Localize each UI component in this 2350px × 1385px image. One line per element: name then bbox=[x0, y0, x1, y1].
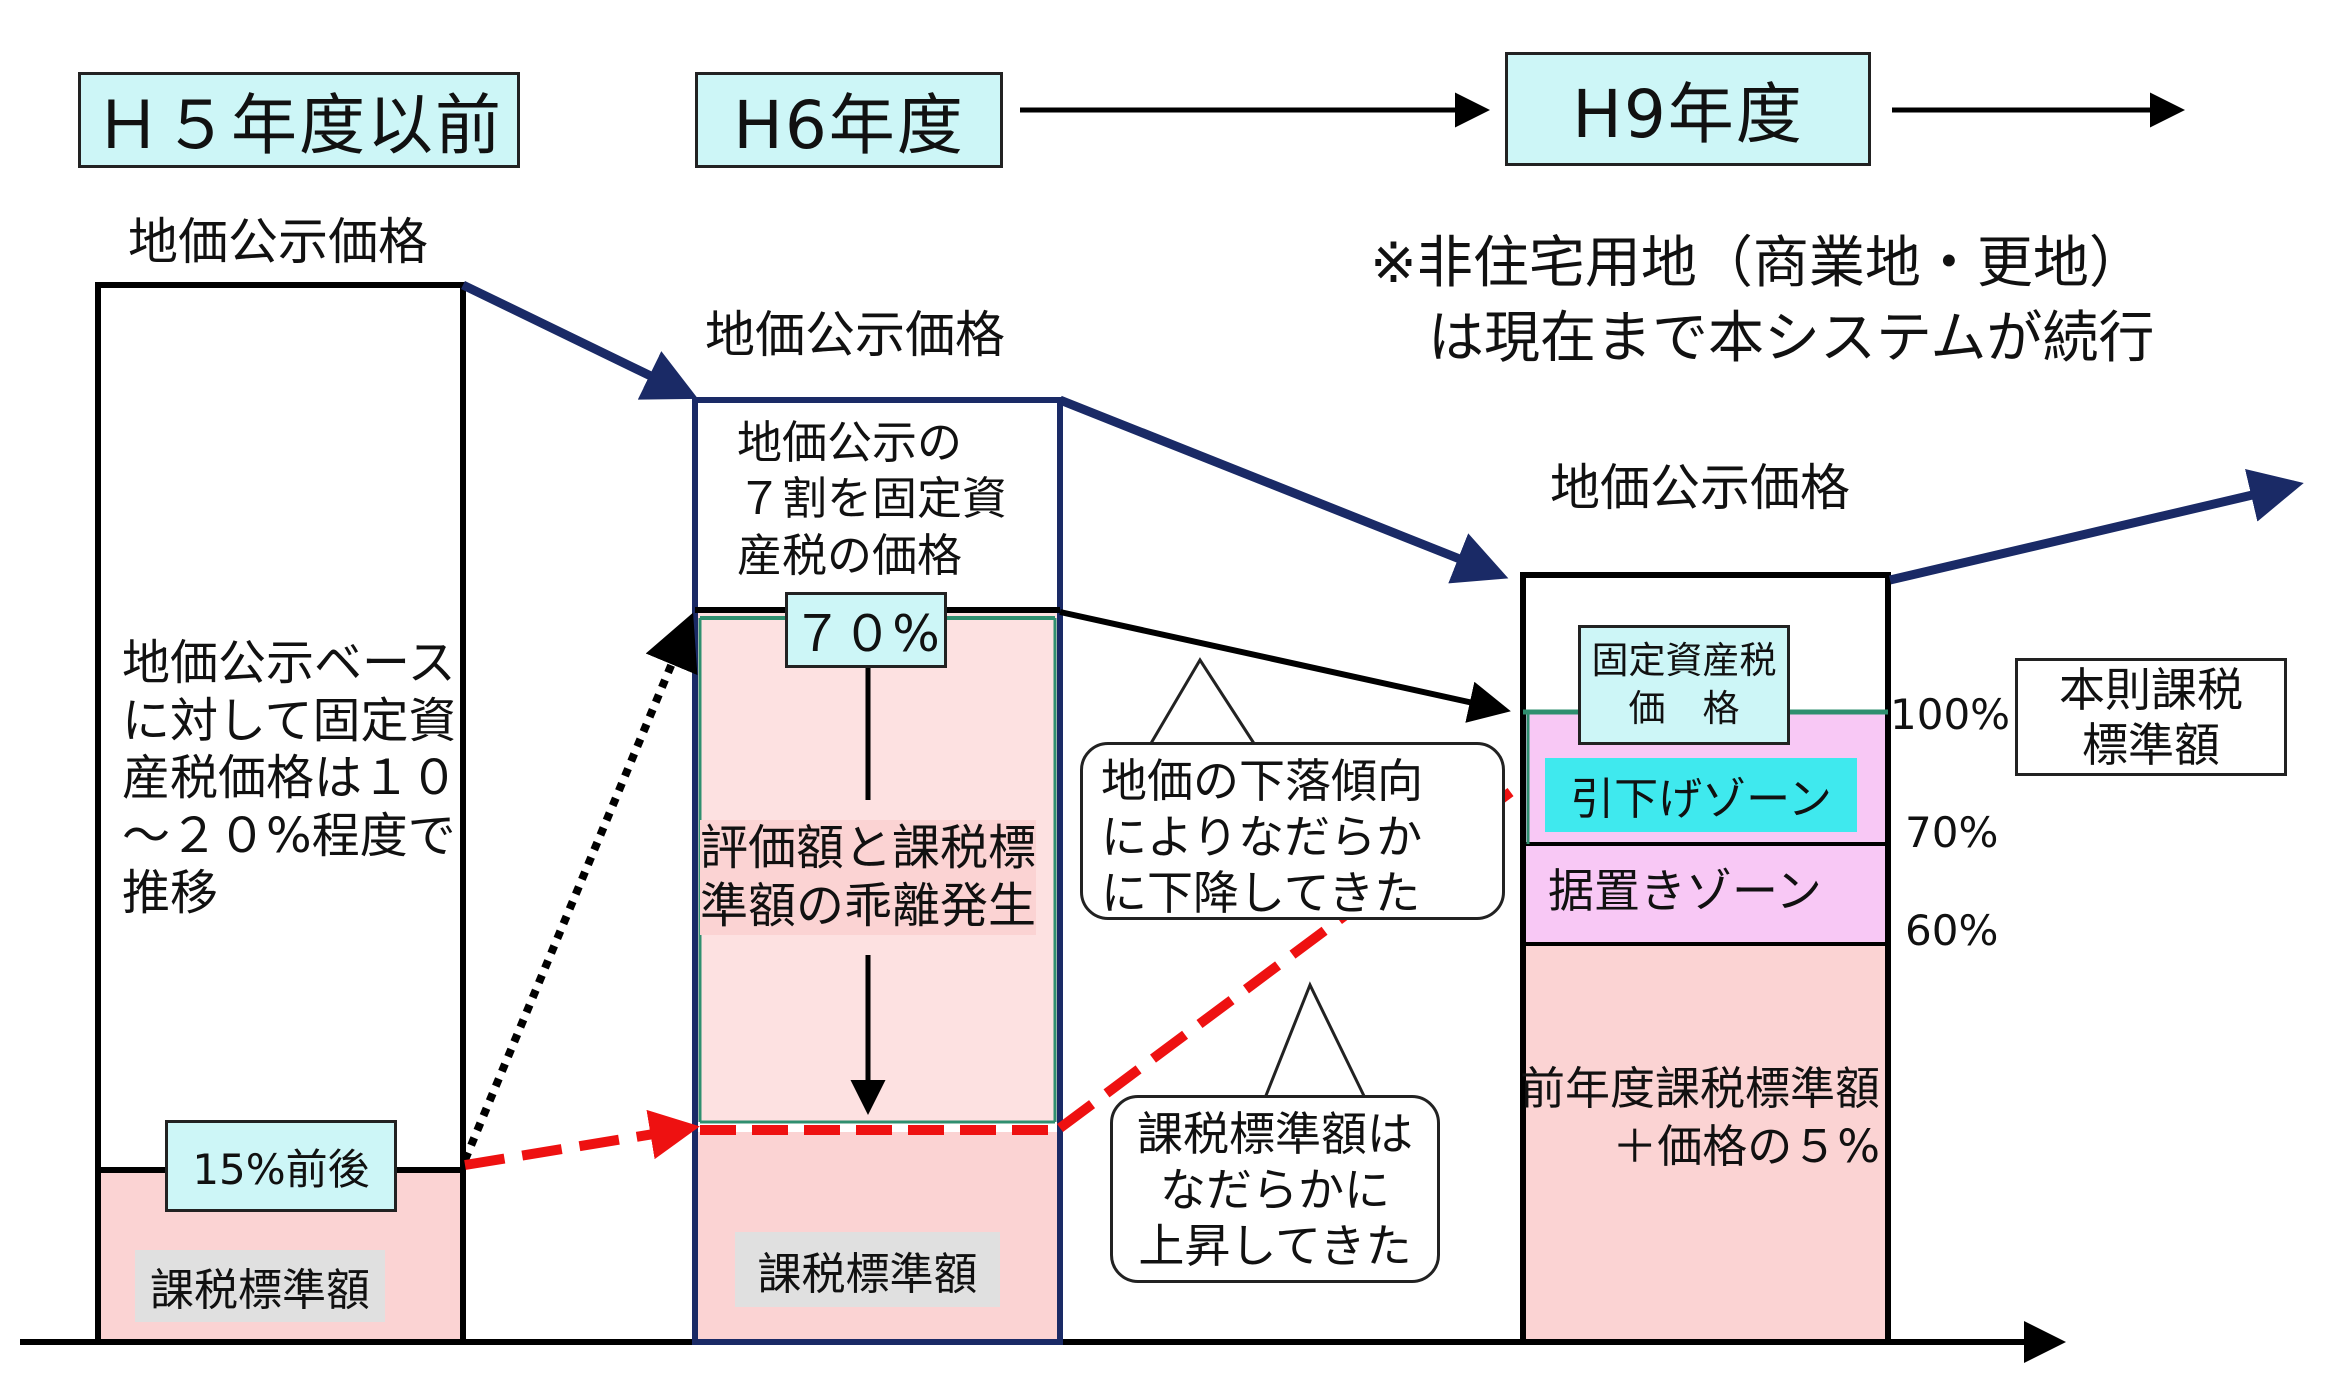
col3-fixed-tax-label: 固定資産税 価 格 bbox=[1578, 625, 1790, 745]
note-line-1: ※非住宅用地（商業地・更地） bbox=[1370, 231, 2145, 296]
pct-60-label: 60% bbox=[1905, 906, 1999, 955]
tax-trend-arrow-1 bbox=[464, 1109, 700, 1170]
col2-gap-label: 評価額と課税標 準額の乖離発生 bbox=[700, 820, 1037, 936]
col1-description: 地価公示ベース に対して固定資 産税価格は１０ ～２０%程度で 推移 bbox=[122, 635, 459, 922]
principal-tax-box: 本則課税 標準額 bbox=[2015, 658, 2287, 776]
bubble-decline: 地価の下落傾向 によりなだらか に下降してきた bbox=[1080, 742, 1505, 920]
bubble-decline-tail bbox=[1148, 657, 1257, 746]
col3-base-label: 前年度課税標準額 ＋価格の５% bbox=[1520, 1062, 1881, 1173]
reduction-zone-label: 引下げゾーン bbox=[1545, 758, 1857, 832]
col3-base-area bbox=[1523, 944, 1888, 1342]
col2-outline bbox=[692, 397, 1063, 1345]
col2-price-label: 地価公示価格 bbox=[705, 306, 1005, 364]
pct-70-label: 70% bbox=[1905, 808, 1999, 857]
price-arrow-1 bbox=[461, 280, 699, 400]
decline-arrow bbox=[1059, 609, 1511, 723]
col2-description: 地価公示の ７割を固定資 産税の価格 bbox=[737, 416, 1008, 582]
era-h5-label: Ｈ５年度以前 bbox=[78, 72, 520, 168]
note-line-2: は現在まで本システムが続行 bbox=[1428, 306, 2155, 371]
era-h6-label: H6年度 bbox=[695, 72, 1003, 168]
price-arrow-3 bbox=[1888, 468, 2304, 585]
hold-zone-area bbox=[1523, 844, 1888, 944]
pct-100-label: 100% bbox=[1890, 690, 2011, 739]
col1-tax-label: 課税標準額 bbox=[135, 1250, 385, 1322]
col1-badge: 15%前後 bbox=[165, 1120, 397, 1212]
col1-price-label: 地価公示価格 bbox=[128, 213, 428, 271]
col1-outline bbox=[95, 282, 466, 1345]
col2-tax-label: 課税標準額 bbox=[735, 1232, 1000, 1307]
bubble-rise-tail bbox=[1263, 981, 1367, 1099]
col3-price-label: 地価公示価格 bbox=[1550, 459, 1850, 517]
hold-zone-label: 据置きゾーン bbox=[1548, 864, 1822, 918]
bubble-rise: 課税標準額は なだらかに 上昇してきた bbox=[1110, 1095, 1440, 1283]
col2-badge: ７０% bbox=[785, 592, 947, 668]
col3-outline bbox=[1520, 572, 1891, 1345]
era-h9-label: H9年度 bbox=[1505, 52, 1871, 166]
dotted-transition-arrow bbox=[461, 612, 698, 1162]
price-arrow-2 bbox=[1058, 395, 1509, 584]
